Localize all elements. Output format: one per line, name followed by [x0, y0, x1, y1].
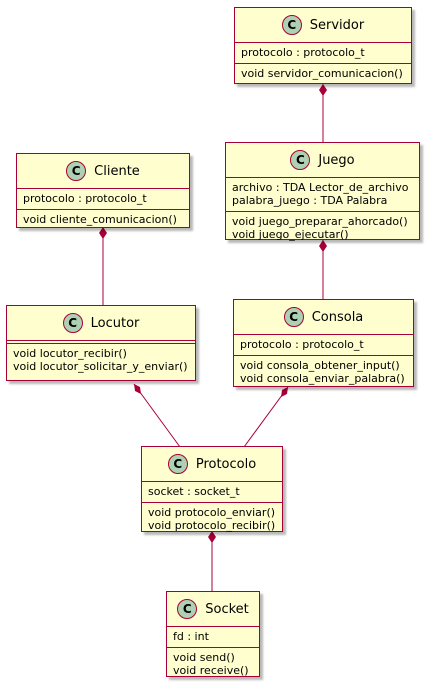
methods-section: void cliente_comunicacion() — [17, 209, 189, 230]
attribute: protocolo : protocolo_t — [240, 338, 364, 351]
class-c-icon: C — [281, 15, 302, 35]
class-header: C Juego — [226, 143, 419, 178]
method: void juego_preparar_ahorcado() — [232, 215, 408, 228]
methods-section: void protocolo_enviar() void protocolo_r… — [142, 502, 282, 536]
diamond-protocolo — [208, 531, 216, 543]
method: void cliente_comunicacion() — [23, 213, 177, 226]
class-name: Servidor — [309, 17, 365, 33]
class-c-icon: C — [66, 161, 87, 181]
class-name: Cliente — [94, 163, 140, 179]
class-c-icon: C — [177, 599, 198, 619]
class-header: C Locutor — [7, 306, 195, 341]
methods-section: void servidor_comunicacion() — [235, 63, 411, 84]
method: void locutor_solicitar_y_enviar() — [13, 360, 188, 373]
class-name: Juego — [318, 152, 355, 168]
edge-consola-protocolo — [243, 386, 289, 448]
class-c-icon: C — [62, 313, 83, 333]
class-protocolo[interactable]: C Protocolo socket : socket_t void proto… — [141, 446, 283, 532]
class-locutor[interactable]: C Locutor void locutor_recibir() void lo… — [6, 305, 196, 381]
method: void juego_ejecutar() — [232, 228, 349, 241]
diamond-locutor — [134, 384, 141, 394]
class-header: C Consola — [234, 300, 413, 335]
class-header: C Cliente — [17, 154, 189, 189]
class-c-icon: C — [167, 454, 188, 474]
diamond-consola — [281, 387, 288, 397]
diamond-juego — [319, 240, 327, 252]
class-c-icon: C — [290, 150, 311, 170]
class-header: C Protocolo — [142, 447, 282, 482]
method: void send() — [173, 651, 235, 664]
method: void protocolo_enviar() — [148, 506, 276, 519]
class-name: Consola — [311, 309, 364, 325]
attribute: archivo : TDA Lector_de_archivo — [232, 181, 409, 194]
class-servidor[interactable]: C Servidor protocolo : protocolo_t void … — [234, 7, 412, 84]
attribute: protocolo : protocolo_t — [23, 192, 147, 205]
attribute: fd : int — [173, 630, 209, 643]
class-juego[interactable]: C Juego archivo : TDA Lector_de_archivo … — [225, 142, 420, 241]
class-c-icon: C — [283, 307, 304, 327]
attributes-section: socket : socket_t — [142, 482, 282, 502]
class-name: Socket — [205, 601, 249, 617]
attribute: protocolo : protocolo_t — [241, 46, 365, 59]
class-name: Locutor — [90, 315, 140, 331]
method: void consola_obtener_input() — [240, 359, 400, 372]
attributes-section: fd : int — [167, 627, 259, 647]
attributes-section: protocolo : protocolo_t — [234, 335, 413, 355]
method: void servidor_comunicacion() — [241, 67, 403, 80]
class-header: C Servidor — [235, 8, 411, 43]
attributes-section: protocolo : protocolo_t — [235, 43, 411, 63]
method: void locutor_recibir() — [13, 347, 127, 360]
attributes-section: archivo : TDA Lector_de_archivo palabra_… — [226, 178, 419, 211]
method: void consola_enviar_palabra() — [240, 372, 405, 385]
method: void protocolo_recibir() — [148, 519, 276, 532]
methods-section: void locutor_recibir() void locutor_soli… — [7, 343, 195, 377]
class-socket[interactable]: C Socket fd : int void send() void recei… — [166, 591, 260, 677]
methods-section: void send() void receive() — [167, 647, 259, 681]
attribute: palabra_juego : TDA Palabra — [232, 194, 388, 207]
diamond-cliente — [99, 227, 107, 239]
class-name: Protocolo — [195, 456, 257, 472]
methods-section: void juego_preparar_ahorcado() void jueg… — [226, 211, 419, 245]
attribute: socket : socket_t — [148, 485, 240, 498]
class-header: C Socket — [167, 592, 259, 627]
class-cliente[interactable]: C Cliente protocolo : protocolo_t void c… — [16, 153, 190, 228]
class-consola[interactable]: C Consola protocolo : protocolo_t void c… — [233, 299, 414, 387]
diamond-servidor — [319, 84, 327, 96]
edge-locutor-protocolo — [133, 383, 181, 448]
attributes-section: protocolo : protocolo_t — [17, 189, 189, 209]
methods-section: void consola_obtener_input() void consol… — [234, 355, 413, 389]
method: void receive() — [173, 664, 249, 677]
